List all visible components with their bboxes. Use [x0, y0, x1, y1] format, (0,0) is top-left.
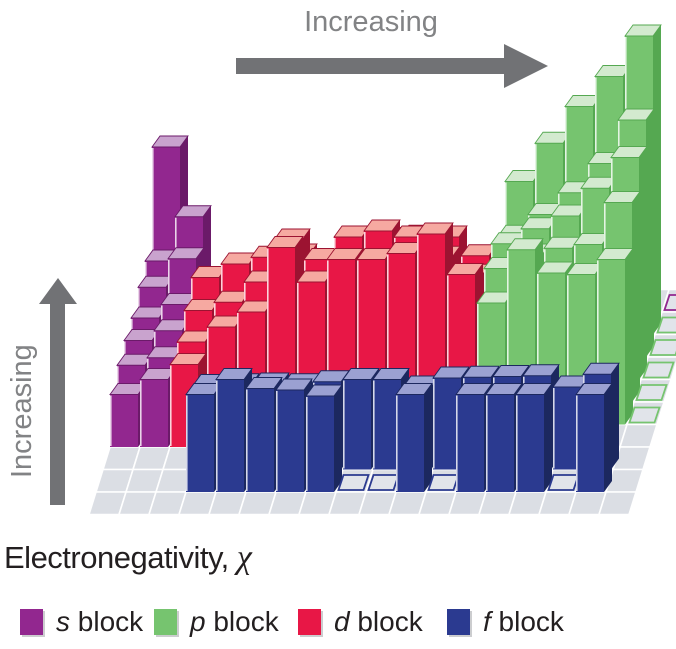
s-block-swatch — [20, 609, 43, 635]
legend-label: s block — [56, 606, 144, 637]
row-actinides — [185, 368, 613, 492]
bar-side — [639, 146, 647, 380]
bar-top — [372, 368, 410, 380]
chi-symbol: χ — [236, 539, 252, 576]
flat-tile-No — [547, 474, 580, 491]
bar-top — [151, 135, 189, 148]
flat-tile-Ar — [649, 339, 676, 356]
bar-side — [625, 248, 633, 425]
legend-item-s-block: s block — [20, 606, 143, 638]
bar-side — [424, 383, 432, 492]
floor-tile — [618, 423, 659, 448]
bar-top — [275, 378, 313, 391]
bar-front — [486, 394, 514, 492]
bar-top — [432, 366, 470, 379]
bar-top — [266, 236, 304, 248]
legend-label: p block — [190, 606, 279, 637]
bar-top — [624, 24, 662, 37]
bar-top — [492, 365, 530, 377]
bar-side — [334, 385, 342, 492]
bar-top — [446, 263, 484, 275]
bar-top — [506, 238, 544, 251]
bar-front — [373, 379, 401, 470]
bar-front — [553, 387, 581, 470]
bar-front — [576, 394, 604, 492]
legend-item-d-block: d block — [298, 606, 423, 638]
bar-front — [396, 394, 424, 492]
bar-side — [544, 383, 552, 492]
bar-top — [603, 191, 641, 203]
bar-side — [604, 383, 612, 492]
flat-tile-Ne — [656, 316, 676, 334]
bar-top — [462, 365, 500, 378]
bar-front — [110, 394, 138, 447]
legend: s block p block d block f block — [0, 606, 676, 646]
bar-top — [395, 383, 433, 395]
bar-top — [305, 384, 343, 397]
bar-side — [611, 363, 619, 470]
bar-top — [610, 146, 648, 158]
floor-tile — [597, 491, 638, 516]
bar-front — [456, 394, 484, 492]
f-block-swatch — [447, 609, 470, 635]
bar-Lr — [575, 383, 613, 492]
p-block-swatch — [154, 609, 177, 635]
flat-tile-Kr — [642, 361, 675, 379]
bar-top — [416, 222, 454, 235]
bar-top — [245, 377, 283, 389]
flat-tile-Am — [337, 474, 370, 491]
bar-Bk — [395, 383, 433, 492]
bar-top — [342, 368, 380, 380]
bar-top — [326, 248, 364, 260]
bar-top — [455, 383, 493, 395]
chart-title-text: Electronegativity, — [4, 540, 229, 575]
legend-label: f block — [483, 606, 564, 637]
flat-tile-Rn — [628, 406, 661, 424]
legend-label: d block — [334, 606, 423, 637]
bar-Md — [515, 383, 553, 492]
bar-top — [596, 248, 634, 260]
bar-front — [186, 394, 214, 492]
bar-top — [536, 261, 574, 274]
chart-title: Electronegativity, χ — [4, 539, 252, 577]
bar-top — [575, 383, 613, 395]
bar-top — [522, 364, 560, 377]
d-block-swatch — [298, 609, 321, 635]
increasing-label-left: Increasing — [6, 344, 38, 478]
bar-side — [653, 25, 661, 335]
bar-front — [343, 379, 371, 470]
flat-tile-Cm — [367, 474, 400, 491]
bar-top — [582, 362, 620, 375]
bar-front — [306, 396, 334, 492]
right-arrow-shaft — [236, 58, 504, 74]
bar-top — [617, 108, 655, 121]
flat-tile-Xe — [635, 384, 668, 401]
bar-side — [646, 109, 654, 357]
bar-front — [246, 388, 274, 492]
bar-top — [174, 205, 212, 218]
up-arrow-icon — [39, 278, 77, 304]
bar-front — [433, 378, 461, 470]
flat-tile-Cf — [427, 474, 460, 491]
bar-front — [216, 379, 244, 492]
3d-bar-chart — [87, 24, 676, 516]
bar-front — [516, 394, 544, 492]
bar-top — [167, 247, 205, 260]
legend-item-f-block: f block — [447, 606, 564, 638]
bar-front — [140, 379, 168, 447]
up-arrow-shaft — [50, 300, 65, 505]
bar-front — [276, 390, 304, 492]
bar-top — [515, 383, 553, 395]
bar-side — [632, 191, 640, 402]
bar-top — [363, 219, 401, 232]
right-arrow-icon — [504, 44, 548, 88]
flat-tile-He — [663, 294, 676, 311]
bar-Pu — [305, 384, 343, 492]
bar-top — [215, 368, 253, 380]
bar-top — [169, 353, 207, 365]
bar-top — [485, 383, 523, 395]
legend-item-p-block: p block — [154, 606, 279, 638]
increasing-label-top: Increasing — [304, 6, 438, 38]
